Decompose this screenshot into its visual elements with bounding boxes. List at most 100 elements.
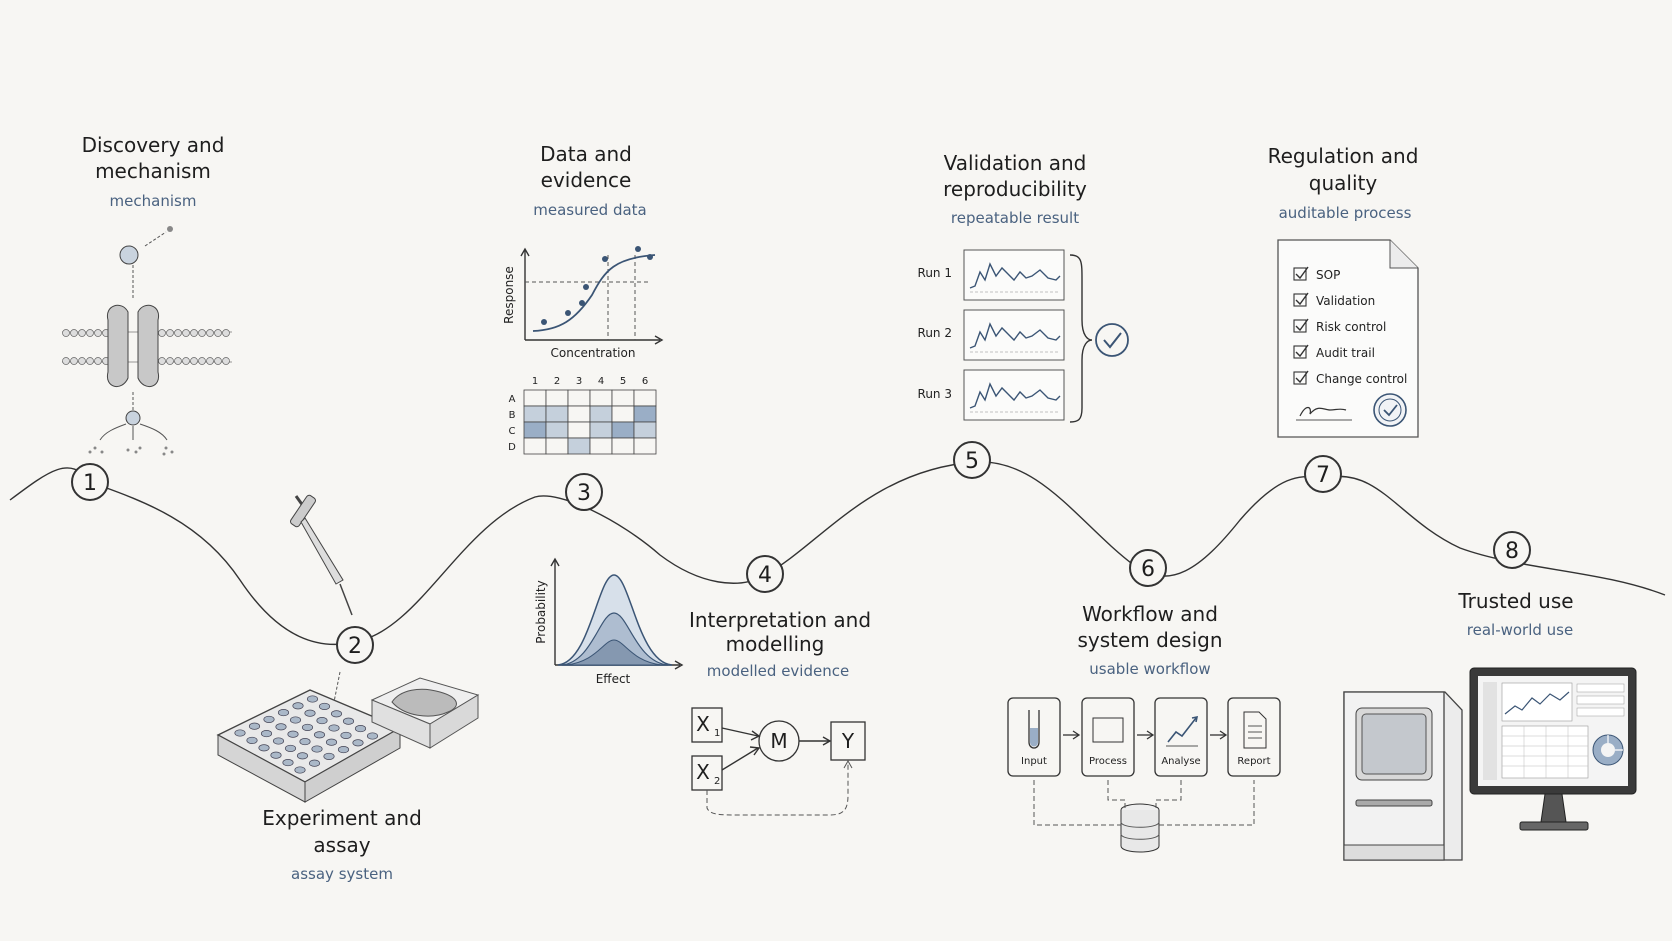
well bbox=[323, 752, 335, 760]
stage-marker-1: 1 bbox=[71, 463, 109, 501]
well bbox=[248, 722, 261, 730]
row-label: A bbox=[509, 394, 516, 405]
stage-subtitle: repeatable result bbox=[951, 209, 1079, 227]
database-icon bbox=[1120, 803, 1160, 853]
well bbox=[352, 739, 364, 747]
checkbox-icon bbox=[1293, 371, 1307, 385]
well bbox=[263, 715, 275, 723]
well bbox=[318, 702, 331, 710]
well bbox=[337, 746, 350, 754]
stage-marker-3: 3 bbox=[565, 473, 603, 511]
plate-cell bbox=[633, 437, 657, 455]
workflow-diagram: Input Process Analyse Report bbox=[1007, 697, 1281, 853]
stage-marker-6: 6 bbox=[1129, 549, 1167, 587]
well-plate-illustration bbox=[216, 689, 402, 803]
checkbox-icon bbox=[1293, 319, 1307, 333]
workflow-step-label: Input bbox=[1021, 756, 1047, 767]
well bbox=[342, 717, 355, 725]
stage-subtitle: usable workflow bbox=[1089, 660, 1210, 678]
plate-cell bbox=[633, 405, 657, 423]
well bbox=[234, 729, 246, 737]
plate-cell bbox=[523, 405, 547, 423]
stage-subtitle: modelled evidence bbox=[707, 662, 849, 680]
stage-title: assay bbox=[313, 833, 370, 857]
well bbox=[340, 731, 352, 739]
stage-subtitle: measured data bbox=[533, 201, 647, 219]
well bbox=[311, 745, 323, 753]
y-axis-label: Response bbox=[502, 266, 516, 324]
plate-cell bbox=[611, 421, 635, 439]
col-label: 3 bbox=[576, 376, 582, 387]
checklist-item: Audit trail bbox=[1316, 346, 1375, 360]
tissue-sample-illustration bbox=[370, 677, 480, 749]
plate-cell bbox=[545, 437, 569, 455]
run-panel bbox=[963, 249, 1065, 301]
row-label: C bbox=[509, 426, 516, 437]
checkbox-icon bbox=[1293, 293, 1307, 307]
plate-cell bbox=[545, 405, 569, 423]
plate-cell bbox=[611, 389, 635, 407]
model-node-x2-sub: 2 bbox=[714, 776, 720, 787]
validation-runs: Run 1 Run 2 Run 3 bbox=[918, 249, 1129, 423]
checkmark-icon bbox=[1295, 266, 1309, 280]
plate-cell bbox=[567, 437, 591, 455]
plate-cell bbox=[567, 405, 591, 423]
checklist-item: Change control bbox=[1316, 372, 1407, 386]
receptor-membrane-illustration bbox=[62, 226, 232, 456]
stage-number: 4 bbox=[758, 563, 772, 588]
well bbox=[325, 738, 338, 746]
checkmark-icon bbox=[1295, 318, 1309, 332]
plate-cell bbox=[589, 389, 613, 407]
pipette-icon bbox=[290, 494, 353, 713]
plate-cell bbox=[523, 389, 547, 407]
stage-title: modelling bbox=[726, 632, 825, 656]
well bbox=[284, 744, 297, 752]
workflow-arrow-head bbox=[1146, 730, 1155, 740]
stage-title: Regulation and bbox=[1268, 144, 1419, 168]
model-node-m: M bbox=[770, 729, 787, 753]
well bbox=[299, 738, 311, 746]
stage-number: 5 bbox=[965, 449, 979, 474]
well bbox=[275, 723, 287, 731]
col-label: 5 bbox=[620, 376, 626, 387]
run-panel bbox=[963, 309, 1065, 361]
plate-cell bbox=[567, 389, 591, 407]
plate-cell bbox=[611, 405, 635, 423]
plate-cell bbox=[523, 421, 547, 439]
stage-title: Workflow and bbox=[1082, 602, 1218, 626]
stage-marker-5: 5 bbox=[953, 441, 991, 479]
well bbox=[313, 731, 326, 739]
stage-title: Experiment and bbox=[262, 806, 422, 830]
well bbox=[308, 759, 321, 767]
well bbox=[260, 730, 273, 738]
workflow-arrow-head bbox=[1072, 730, 1081, 740]
well bbox=[246, 736, 258, 744]
well bbox=[287, 730, 299, 738]
well bbox=[272, 737, 285, 745]
plate-heatmap: 1 2 3 4 5 6 A B C D bbox=[508, 376, 657, 455]
row-label: D bbox=[508, 442, 516, 453]
plate-cell bbox=[545, 421, 569, 439]
well bbox=[282, 759, 294, 767]
checklist-item: SOP bbox=[1316, 268, 1340, 282]
well bbox=[296, 752, 309, 760]
plate-cell bbox=[567, 421, 591, 439]
plate-cell bbox=[611, 437, 635, 455]
stage-title: Interpretation and bbox=[689, 608, 871, 632]
run-panel bbox=[963, 369, 1065, 421]
col-label: 2 bbox=[554, 376, 560, 387]
well bbox=[277, 709, 290, 717]
workflow-arrow-head bbox=[1219, 730, 1228, 740]
stage-title: system design bbox=[1077, 628, 1222, 652]
stage-marker-8: 8 bbox=[1493, 531, 1531, 569]
well bbox=[354, 725, 367, 733]
col-label: 1 bbox=[532, 376, 538, 387]
run-label: Run 1 bbox=[918, 266, 952, 280]
col-label: 4 bbox=[598, 376, 604, 387]
stage-number: 7 bbox=[1316, 463, 1330, 488]
plate-cell bbox=[633, 421, 657, 439]
well bbox=[270, 751, 282, 759]
well bbox=[366, 732, 379, 740]
